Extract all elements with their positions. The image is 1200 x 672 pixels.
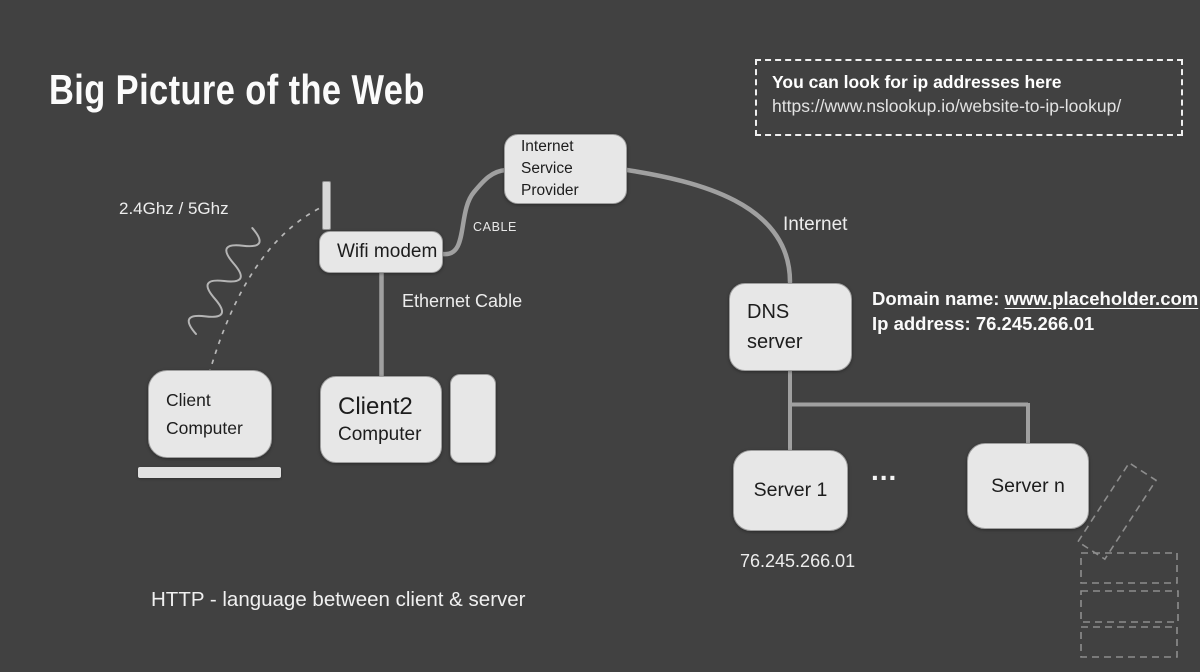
ip-lookup-url: https://www.nslookup.io/website-to-ip-lo… [772, 96, 1122, 116]
node-label: Wifi modem [337, 241, 438, 262]
wifi-frequency-label: 2.4Ghz / 5Ghz [119, 199, 229, 218]
ip-lookup-note-box: You can look for ip addresses here https… [755, 59, 1183, 136]
node-label: Server n [991, 474, 1065, 497]
cable-wifi-to-isp [440, 167, 509, 257]
cable-isp-to-dns [624, 167, 793, 285]
node-label: Client2 [338, 393, 413, 420]
node-label: Server 1 [753, 479, 828, 501]
ip-lookup-heading: You can look for ip addresses here [772, 72, 1062, 92]
wireless-link-dashed-arc [208, 207, 321, 375]
cable-label: CABLE [473, 220, 517, 234]
server1-ip-label: 76.245.266.01 [740, 551, 856, 571]
node-dns-server[interactable]: DNS server [729, 283, 852, 371]
node-wifi-modem[interactable]: Wifi modem [319, 231, 443, 273]
dashed-rack-rect-3 [1080, 626, 1178, 658]
node-sublabel: Computer [338, 424, 422, 445]
ip-address-line: Ip address: 76.245.266.01 [872, 313, 1095, 334]
node-client-computer[interactable]: Client Computer [148, 370, 272, 458]
computer-tower-shape[interactable] [450, 374, 496, 463]
servers-ellipsis: ... [871, 455, 898, 486]
node-label: Internet Service Provider [521, 138, 579, 199]
client-computer-base-bar [138, 467, 281, 478]
dns-to-servers-tree [788, 370, 1030, 450]
dashed-rack-rect-2 [1080, 590, 1179, 623]
node-label: DNS server [747, 301, 803, 353]
dashed-sketch-rect-rotated [1076, 461, 1158, 561]
node-internet-service-provider[interactable]: Internet Service Provider [504, 134, 627, 204]
ethernet-cable-label: Ethernet Cable [402, 291, 523, 311]
http-note: HTTP - language between client & server [151, 588, 526, 611]
modem-antenna-icon [322, 181, 331, 230]
wifi-wave-icon [187, 227, 261, 335]
page-title: Big Picture of the Web [49, 66, 425, 113]
node-server-n[interactable]: Server n [967, 443, 1089, 529]
domain-name-value: www.placeholder.com [1004, 288, 1199, 309]
domain-name-prefix: Domain name: [872, 288, 1005, 309]
node-label: Client Computer [166, 390, 243, 438]
domain-name-line: Domain name: www.placeholder.com [872, 288, 1198, 310]
dashed-rack-rect-1 [1080, 552, 1178, 584]
internet-label: Internet [783, 214, 848, 235]
node-client2-computer[interactable]: Client2 Computer [320, 376, 442, 463]
node-server-1[interactable]: Server 1 [733, 450, 848, 531]
